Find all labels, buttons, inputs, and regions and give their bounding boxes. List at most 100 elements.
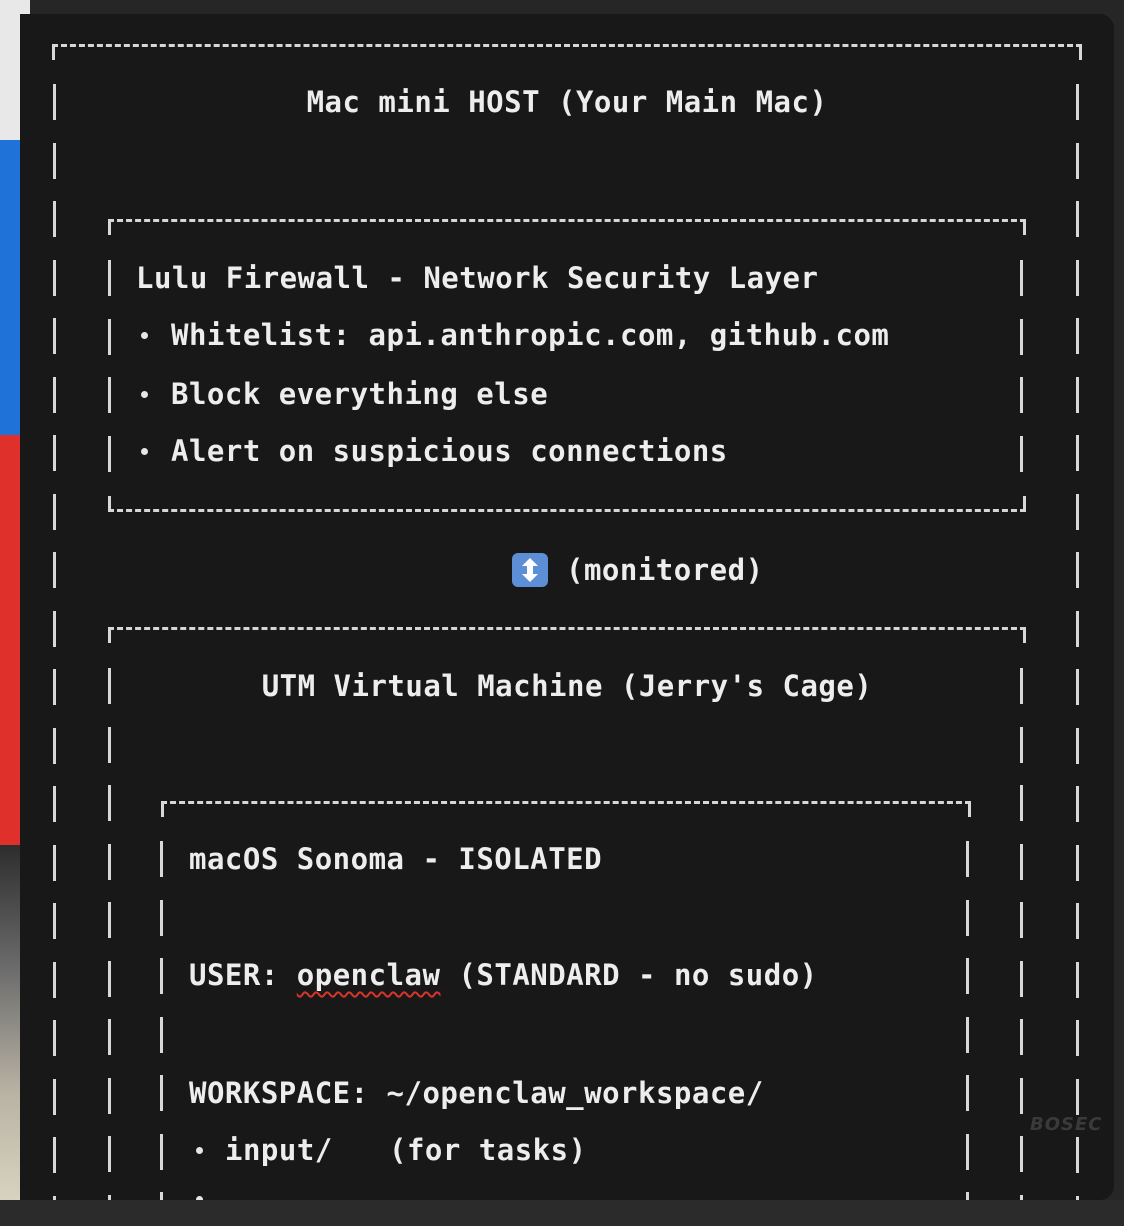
firewall-box-side-bar <box>1020 319 1023 355</box>
host-box-side-bar <box>53 494 56 530</box>
host-box-side-bar <box>1076 201 1079 237</box>
vm-box-corner <box>1023 627 1026 643</box>
host-box-side-bar <box>53 728 56 764</box>
guest-box-side-bar <box>966 1075 969 1111</box>
guest-box-side-bar <box>160 1075 163 1111</box>
guest-box-side-bar <box>160 900 163 936</box>
vm-box-side-bar <box>1020 1195 1023 1200</box>
vm-box-top-border <box>108 627 1026 630</box>
host-box-side-bar <box>1076 1020 1079 1056</box>
host-box-side-bar <box>53 260 56 296</box>
host-box-side-bar <box>53 318 56 354</box>
host-box-side-bar <box>1076 962 1079 998</box>
firewall-box-side-bar <box>108 377 111 413</box>
firewall-box-top-border <box>108 219 1026 222</box>
host-box-side-bar <box>53 786 56 822</box>
firewall-box-corner <box>1023 496 1026 512</box>
host-box-side-bar <box>1076 318 1079 354</box>
vm-box-side-bar <box>108 727 111 763</box>
host-box-side-bar <box>53 201 56 237</box>
guest-box-side-bar <box>160 1192 163 1200</box>
guest-box-corner <box>161 801 164 817</box>
firewall-box-bottom-border <box>108 509 1026 512</box>
vm-box-side-bar <box>1020 785 1023 821</box>
host-box-side-bar <box>53 552 56 588</box>
host-box-side-bar <box>1076 669 1079 705</box>
guest-box-side-bar <box>966 900 969 936</box>
guest-input-note: (for tasks) <box>389 1133 587 1167</box>
firewall-box-corner <box>108 496 111 512</box>
vm-box-side-bar <box>108 785 111 821</box>
firewall-box-side-bar <box>1020 377 1023 413</box>
host-box-side-bar <box>1076 143 1079 179</box>
host-box-side-bar <box>1076 1196 1079 1200</box>
host-box-side-bar <box>53 1020 56 1056</box>
host-box-side-bar <box>53 962 56 998</box>
host-box-side-bar <box>1076 903 1079 939</box>
bullet-dot <box>196 1196 203 1200</box>
host-box-side-bar <box>1076 84 1079 120</box>
guest-box-side-bar <box>160 1017 163 1053</box>
host-box-side-bar <box>53 143 56 179</box>
vm-box-side-bar <box>1020 1136 1023 1172</box>
guest-box-side-bar <box>160 958 163 994</box>
vm-box-side-bar <box>108 961 111 997</box>
host-box-side-bar <box>53 1079 56 1115</box>
user-suffix: (STANDARD - no sudo) <box>458 958 818 992</box>
host-box-side-bar <box>1076 728 1079 764</box>
up-down-arrow-icon <box>512 553 548 587</box>
host-box-side-bar <box>1076 260 1079 296</box>
firewall-box-side-bar <box>1020 260 1023 296</box>
host-box-side-bar <box>53 84 56 120</box>
vm-box-side-bar <box>1020 1078 1023 1114</box>
vm-box-side-bar <box>108 1078 111 1114</box>
vm-box-side-bar <box>108 844 111 880</box>
host-box-side-bar <box>53 903 56 939</box>
guest-box-side-bar <box>966 1134 969 1170</box>
guest-box-top-border <box>161 801 971 804</box>
connector-label: (monitored) <box>566 553 764 587</box>
guest-box-side-bar <box>966 958 969 994</box>
host-box-side-bar <box>1076 1079 1079 1115</box>
host-box-side-bar <box>53 611 56 647</box>
terminal-window[interactable]: Mac mini HOST (Your Main Mac) Lulu Firew… <box>20 14 1114 1200</box>
host-box-corner <box>1079 44 1082 60</box>
firewall-heading: Lulu Firewall - Network Security Layer <box>136 261 819 295</box>
guest-user-line: USER: openclaw (STANDARD - no sudo) <box>189 957 818 993</box>
host-box-side-bar <box>1076 845 1079 881</box>
vm-box-side-bar <box>1020 727 1023 763</box>
guest-box-side-bar <box>160 841 163 877</box>
guest-os-line: macOS Sonoma - ISOLATED <box>189 842 603 876</box>
host-box-side-bar <box>53 1196 56 1200</box>
host-box-side-bar <box>53 435 56 471</box>
firewall-bullet-whitelist: Whitelist: api.anthropic.com, github.com <box>171 318 890 352</box>
host-box-top-border <box>52 44 1082 47</box>
guest-box-corner <box>968 801 971 817</box>
firewall-box-side-bar <box>108 260 111 296</box>
vm-box-side-bar <box>108 902 111 938</box>
bullet-dot <box>141 448 148 455</box>
guest-box-side-bar <box>160 1134 163 1170</box>
bullet-dot <box>141 391 148 398</box>
bullet-dot <box>196 1147 203 1154</box>
host-title: Mac mini HOST (Your Main Mac) <box>306 85 828 119</box>
host-box-corner <box>52 44 55 60</box>
vm-box-side-bar <box>1020 961 1023 997</box>
vm-box-side-bar <box>1020 1019 1023 1055</box>
guest-box-side-bar <box>966 1017 969 1053</box>
host-box-side-bar <box>53 845 56 881</box>
user-prefix: USER: <box>189 958 279 992</box>
host-box-side-bar <box>53 1137 56 1173</box>
guest-input-dir: input/ <box>225 1133 333 1167</box>
host-box-side-bar <box>53 377 56 413</box>
watermark-logo: BOSEC <box>1030 1114 1103 1135</box>
firewall-box-corner <box>108 219 111 235</box>
user-name-misspelled[interactable]: openclaw <box>296 958 441 992</box>
firewall-box-side-bar <box>108 319 111 355</box>
host-box-side-bar <box>1076 435 1079 471</box>
firewall-box-side-bar <box>1020 436 1023 472</box>
vm-box-side-bar <box>108 1195 111 1200</box>
vm-box-side-bar <box>108 1019 111 1055</box>
firewall-bullet-alert: Alert on suspicious connections <box>171 434 728 468</box>
vm-box-side-bar <box>108 1136 111 1172</box>
